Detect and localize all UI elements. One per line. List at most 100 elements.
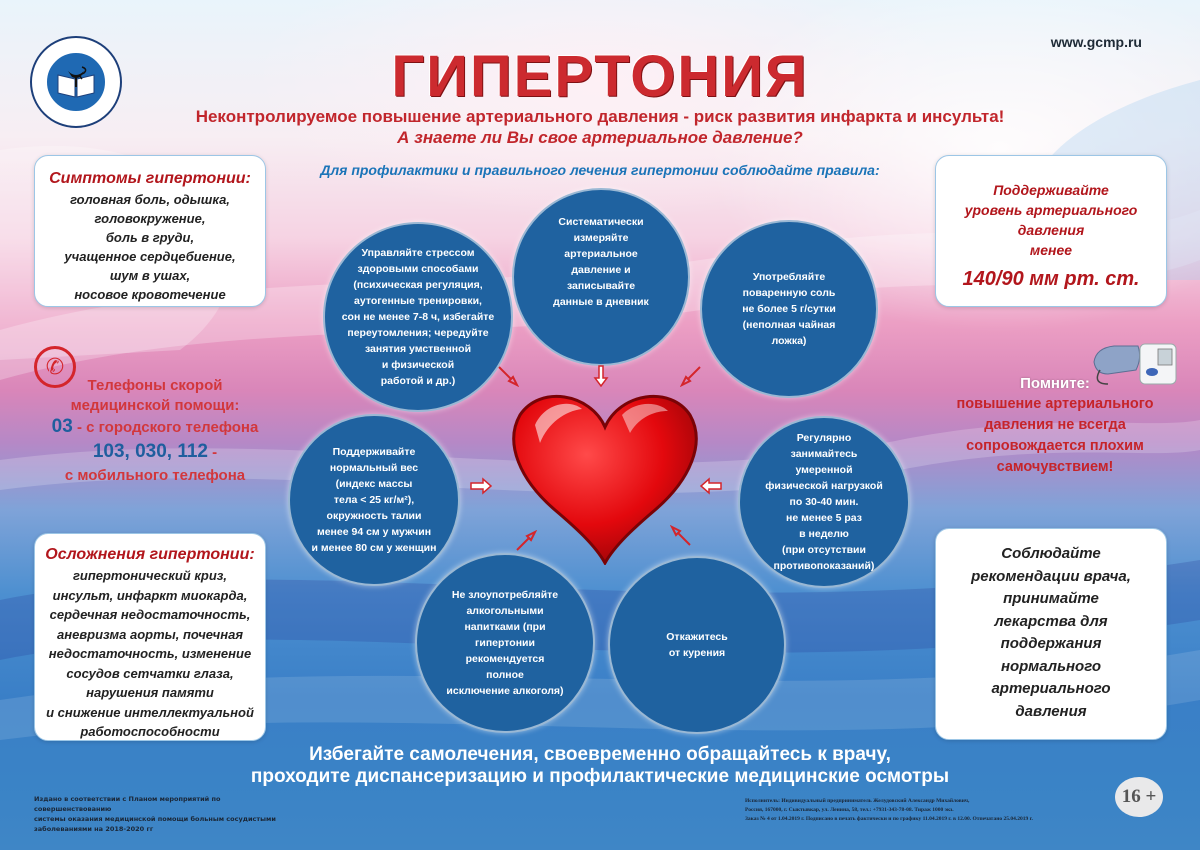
complication-line: нарушения памяти	[86, 685, 214, 700]
complications-card: Осложнения гипертонии: гипертонический к…	[34, 533, 266, 741]
symptom-line: боль в груди,	[105, 230, 195, 245]
footer-line: Издано в соответствии с Планом мероприят…	[34, 795, 221, 813]
complication-line: и снижение интеллектуальной	[46, 704, 254, 720]
rule-line: Не злоупотребляйте	[451, 589, 559, 601]
rule-line: ложка)	[771, 335, 807, 347]
medical-center-logo	[30, 36, 122, 128]
rule-measure-bp: Систематически измеряйте артериальное да…	[512, 188, 690, 366]
arrow-icon	[700, 477, 722, 495]
symptom-line: головокружение,	[94, 211, 206, 226]
city-phone-label: - с городского телефона	[72, 419, 259, 436]
doctor-advice-line: лекарства для	[994, 612, 1108, 630]
rule-line: сон не менее 7-8 ч, избегайте	[341, 311, 495, 323]
subtitle-risk: Неконтролируемое повышение артериального…	[195, 107, 1005, 126]
doctor-advice-line: принимайте	[1003, 590, 1099, 607]
symptoms-card: Симптомы гипертонии: головная боль, одыш…	[34, 155, 266, 307]
rule-line: и менее 80 см у женщин	[311, 542, 437, 554]
rule-line: аутогенные тренировки,	[354, 295, 482, 307]
complications-heading: Осложнения гипертонии:	[45, 546, 255, 563]
symptom-line: шум в ушах,	[109, 268, 191, 283]
rule-line: Употребляйте	[752, 271, 826, 283]
footer-line: Россия, 167000, г. Сыктывкар, ул. Ленина…	[745, 807, 954, 813]
rule-line: исключение алкоголя)	[446, 685, 564, 697]
rule-line: гипертонии	[475, 637, 535, 649]
arrow-icon	[470, 477, 492, 495]
rule-line: противопоказаний)	[773, 560, 875, 572]
mobile-phone-row: 103, 030, 112 -	[30, 439, 280, 466]
rule-line: здоровыми способами	[357, 263, 479, 275]
city-phone-number: 03	[51, 416, 73, 437]
tonometer-icon	[1093, 343, 1177, 385]
footer-line: системы оказания медицинской помощи боль…	[34, 815, 276, 823]
doctor-advice-line: нормального	[1000, 657, 1102, 675]
phones-heading-1: Телефоны скорой	[87, 377, 223, 394]
mobile-dash: -	[208, 444, 218, 461]
rule-line: Систематически	[558, 216, 644, 228]
city-phone-row: 03 - с городского телефона	[30, 416, 280, 439]
rule-alcohol: Не злоупотребляйте алкогольными напиткам…	[415, 553, 595, 733]
rule-line: давление и	[571, 264, 631, 276]
complication-line: гипертонический криз,	[72, 568, 228, 583]
rule-line: не менее 5 раз	[785, 512, 862, 524]
rule-line: занятия умственной	[364, 343, 472, 355]
remember-line: самочувствием!	[996, 459, 1114, 475]
rule-line: алкогольными	[466, 605, 544, 617]
bp-target-line: Поддерживайте	[993, 182, 1109, 198]
complication-line: инсульт, инфаркт миокарда,	[52, 587, 248, 603]
rule-line: по 30-40 мин.	[789, 496, 859, 508]
subtitle-question: А знаете ли Вы свое артериальное давлени…	[397, 128, 803, 147]
website-url[interactable]: www.gcmp.ru	[1050, 34, 1142, 50]
rule-line: переутомления; чередуйте	[347, 327, 489, 339]
footer-imprint: Исполнитель: Индивидуальный предпринимат…	[745, 797, 1105, 824]
footer-line: заболеваниями на 2018-2020 гг	[34, 825, 154, 833]
rule-line: (при отсутствии	[782, 544, 866, 556]
rule-line: (индекс массы	[335, 478, 413, 490]
rule-line: Поддерживайте	[332, 446, 416, 458]
arrow-icon	[670, 525, 691, 546]
rule-line: и физической	[381, 359, 455, 371]
rule-line: в неделю	[799, 528, 849, 540]
doctor-advice-line: рекомендации врача,	[971, 567, 1131, 585]
rule-line: физической нагрузкой	[765, 480, 883, 492]
rule-line: записывайте	[566, 280, 636, 292]
complication-line: аневризма аорты, почечная	[57, 626, 243, 642]
arrow-icon	[680, 366, 701, 387]
rule-salt: Употребляйте поваренную соль не более 5 …	[700, 220, 878, 398]
page-title: ГИПЕРТОНИЯ	[391, 44, 809, 109]
bottom-message-line-2: проходите диспансеризацию и профилактиче…	[250, 766, 950, 787]
rule-smoking: Откажитесь от курения	[608, 556, 786, 734]
remember-line: повышение артериального	[956, 396, 1154, 412]
remember-heading: Помните:	[1020, 375, 1090, 392]
heart-icon	[512, 394, 698, 565]
bottom-message-line-1: Избегайте самолечения, своевременно обра…	[309, 744, 891, 765]
emergency-phones: Телефоны скорой медицинской помощи: 03 -…	[30, 376, 280, 486]
arrow-icon	[593, 365, 609, 387]
arrow-icon	[498, 366, 519, 387]
complication-line: работоспособности	[80, 724, 220, 739]
symptoms-heading: Симптомы гипертонии:	[49, 170, 251, 187]
rule-line: (психическая регуляция,	[353, 279, 483, 291]
doctor-advice-line: поддержания	[1000, 635, 1102, 652]
rule-line: Управляйте стрессом	[361, 247, 475, 259]
complication-line: недостаточность, изменение	[48, 646, 252, 661]
remember-note: Помните: повышение артериального давлени…	[930, 374, 1180, 478]
symptom-line: учащенное сердцебиение,	[64, 249, 236, 264]
bp-target-line: давления	[1017, 222, 1085, 238]
rule-line: измеряйте	[573, 232, 629, 244]
rule-line: работой и др.)	[380, 375, 456, 387]
rule-line: не более 5 г/сутки	[742, 303, 836, 315]
footer-line: Исполнитель: Индивидуальный предпринимат…	[745, 798, 970, 804]
phones-heading-2: медицинской помощи:	[70, 397, 240, 414]
rule-line: менее 94 см у мужчин	[316, 526, 432, 538]
remember-line: сопровождается плохим	[966, 438, 1144, 454]
rule-line: полное	[486, 669, 524, 681]
rule-line: от курения	[668, 647, 726, 659]
doctor-advice-line: артериального	[991, 680, 1111, 697]
complication-line: сердечная недостаточность,	[49, 607, 251, 622]
rule-line: напитками (при	[464, 621, 546, 633]
rule-line: тела < 25 кг/м²),	[333, 494, 415, 506]
symptom-line: носовое кровотечение	[74, 287, 226, 302]
remember-line: давления не всегда	[984, 417, 1126, 433]
footer-publication-note: Издано в соответствии с Планом мероприят…	[34, 794, 294, 834]
doctor-advice-line: давления	[1015, 702, 1087, 720]
